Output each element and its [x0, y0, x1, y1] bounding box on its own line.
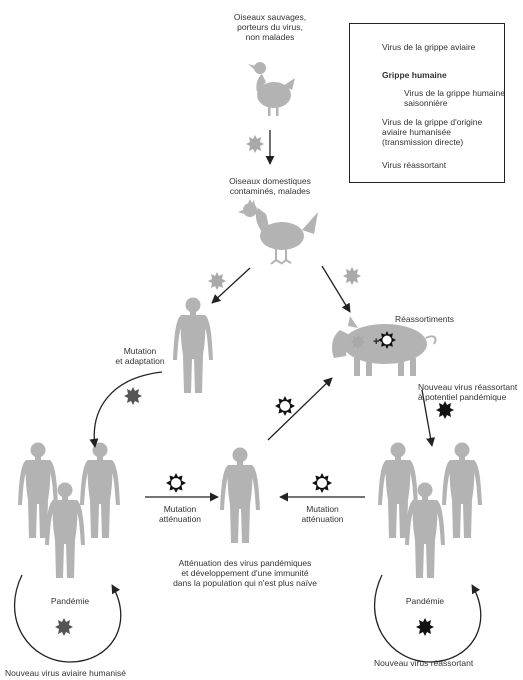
legend-humanized-text: Virus de la grippe d'origine aviaire hum… — [382, 117, 483, 148]
arrow-domestic-to-pig — [321, 265, 351, 313]
crowd-left-figure-1 — [18, 442, 58, 538]
arrow-pig-to-crowd — [421, 389, 436, 447]
reassortant-virus-icon-1 — [436, 401, 454, 419]
humanized-virus-icon-2 — [55, 618, 73, 636]
avian-virus-icon-2 — [208, 272, 226, 290]
arrow-pandemic-cycle-left — [13, 574, 122, 663]
avian-virus-icon-3 — [343, 267, 361, 285]
label-domestic-birds: Oiseaux domestiques contaminés, malades — [229, 176, 311, 197]
label-reassortments: Réassortiments — [395, 314, 455, 324]
legend-reassortant-text: Virus réassortant — [382, 160, 447, 170]
crowd-right-figure-2 — [442, 442, 482, 538]
pig-icon — [332, 316, 437, 376]
legend-human-flu-title: Grippe humaine — [382, 70, 447, 80]
label-mutation-attenuation-left: Mutation atténuation — [158, 504, 202, 525]
seasonal-virus-icon-3 — [312, 473, 332, 493]
label-mutation-adaptation: Mutation et adaptation — [115, 346, 165, 367]
label-attenuation-note: Atténuation des virus pandémiques et dév… — [173, 558, 317, 589]
crowd-left-figure-3 — [45, 482, 85, 578]
arrow-center-to-pig — [267, 377, 333, 441]
seasonal-virus-icon-2 — [166, 473, 186, 493]
avian-virus-icon-1 — [246, 135, 264, 153]
label-mutation-attenuation-right: Mutation atténuation — [301, 504, 344, 525]
label-plus-sign: + — [373, 336, 380, 348]
domestic-hen-icon — [238, 199, 318, 265]
legend-avian-flu-text: Virus de la grippe aviaire — [382, 42, 476, 52]
label-wild-birds: Oiseaux sauvages, porteurs du virus, non… — [233, 12, 307, 43]
human-center-figure — [220, 447, 260, 543]
arrow-domestic-to-human — [211, 267, 251, 304]
label-pandemic-left: Pandémie — [50, 596, 90, 606]
legend-seasonal-text: Virus de la grippe humaine saisonnière — [404, 88, 505, 109]
crowd-right-figure-3 — [405, 482, 445, 578]
arrow-pandemic-cycle-right — [373, 574, 482, 663]
crowd-right-figure-1 — [378, 442, 418, 538]
arrow-adaptation-to-pandemic — [89, 371, 163, 448]
label-new-humanized-avian: Nouveau virus aviaire humanisé — [5, 668, 126, 678]
label-new-reassortant-potential: Nouveau virus réassortant à potentiel pa… — [418, 382, 518, 403]
label-new-reassortant: Nouveau virus réassortant — [374, 658, 474, 668]
legend-box — [349, 23, 505, 183]
humanized-virus-icon-1 — [124, 387, 142, 405]
label-pandemic-right: Pandémie — [405, 596, 445, 606]
seasonal-virus-icon-1 — [275, 396, 295, 416]
crowd-left-figure-2 — [80, 442, 120, 538]
wild-duck-icon — [248, 62, 295, 116]
reassortant-virus-icon-2 — [416, 618, 434, 636]
